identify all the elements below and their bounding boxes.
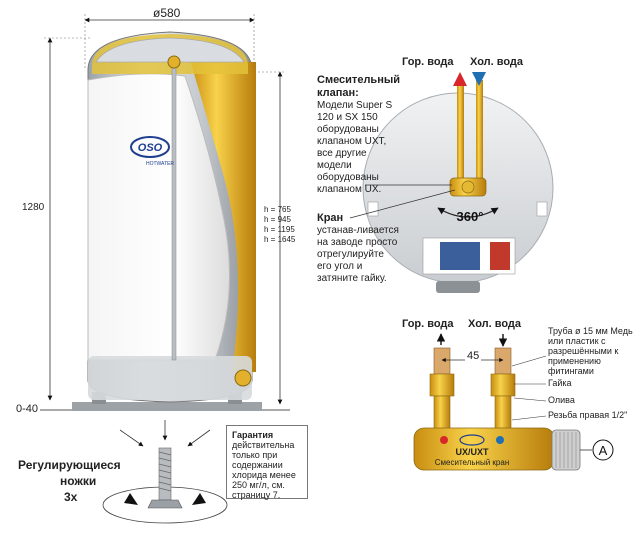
tank-top-dome bbox=[95, 37, 245, 63]
adjustable-foot bbox=[102, 420, 228, 524]
height-dimension-label: 1280 bbox=[22, 202, 45, 213]
valve-disc-view: 360° bbox=[349, 72, 554, 293]
pipe-spacing-label: 45 bbox=[465, 350, 482, 362]
cold-indicator bbox=[496, 436, 504, 444]
tank-dimensions bbox=[44, 14, 286, 405]
rotation-label: 360° bbox=[457, 209, 484, 224]
feet-label-line1: Регулирующиеся bbox=[18, 458, 121, 472]
tap-title: Кран bbox=[317, 212, 344, 224]
callout-a-circle bbox=[592, 439, 614, 461]
brand-logo: OSO HOTWATER bbox=[130, 136, 174, 167]
logo-text: OSO bbox=[138, 142, 163, 154]
feet-label-line3: 3x bbox=[64, 490, 78, 504]
top-valve bbox=[167, 55, 181, 69]
top-cold-water-label: Хол. вода bbox=[470, 56, 524, 68]
fitting-cold-water-label: Хол. вода bbox=[468, 318, 522, 330]
pipe-label: Труба ø 15 мм Медь или пластик с разрешё… bbox=[548, 326, 633, 376]
thread-label: Резьба правая 1/2" bbox=[548, 410, 628, 420]
h-value-2: h = 945 bbox=[264, 215, 291, 224]
tank-bottom-band bbox=[88, 356, 252, 400]
cold-pipe bbox=[476, 80, 483, 185]
disc-clip-right bbox=[536, 201, 548, 217]
rotate-arrow-right bbox=[192, 493, 206, 505]
feet-height-label: 0-40 bbox=[16, 403, 39, 415]
side-valve bbox=[234, 369, 252, 387]
top-hot-water-label: Гор. вода bbox=[402, 56, 454, 68]
warranty-title: Гарантия bbox=[232, 430, 274, 440]
mixing-valve-text: Модели Super S 120 и SX 150 оборудованы … bbox=[317, 100, 393, 195]
fitting-hot-pipe bbox=[433, 347, 451, 375]
label-sticker-red bbox=[490, 242, 510, 270]
olive-label: Олива bbox=[548, 395, 575, 405]
label-sticker-blue bbox=[440, 242, 480, 270]
disc-bottom-tab bbox=[436, 281, 480, 293]
insulation bbox=[190, 60, 256, 372]
hot-indicator bbox=[440, 436, 448, 444]
tap-logo bbox=[459, 434, 485, 446]
h-value-3: h = 1195 bbox=[264, 225, 295, 234]
rotation-arc bbox=[437, 207, 499, 218]
inner-pipe bbox=[171, 59, 177, 361]
hot-arrow bbox=[453, 72, 467, 86]
width-dimension-label: ø580 bbox=[153, 6, 181, 20]
base-plate bbox=[72, 402, 262, 411]
mixing-valve-knob bbox=[461, 180, 475, 194]
cold-arrow bbox=[472, 72, 486, 86]
h-value-1: h = 765 bbox=[264, 205, 291, 214]
hot-pipe bbox=[457, 80, 464, 185]
fitting-hot-water-label: Гор. вода bbox=[402, 318, 454, 330]
foot-pad bbox=[147, 499, 183, 509]
foot-thread bbox=[158, 451, 172, 492]
logo-subtext: HOTWATER bbox=[146, 161, 174, 167]
fitting-model-label: UX/UXT bbox=[455, 447, 489, 457]
foot-bolt bbox=[158, 447, 172, 501]
fitting-cold-pipe bbox=[494, 347, 512, 375]
fitting-valve-label: Смесительный кран bbox=[435, 458, 509, 467]
disc-clip-left bbox=[367, 201, 379, 217]
h-value-4: h = 1645 bbox=[264, 235, 296, 244]
warranty-box: Гарантия действительна только при содерж… bbox=[226, 425, 308, 500]
feet-label-line2: ножки bbox=[60, 474, 97, 488]
fitting-cold-nut bbox=[490, 373, 516, 397]
warranty-text: действительна только при содержании хлор… bbox=[232, 440, 296, 500]
mixing-valve-title: Смесительный клапан: bbox=[317, 74, 400, 99]
side-nut-thread bbox=[555, 432, 577, 468]
nut-label: Гайка bbox=[548, 378, 572, 388]
tap-text: устанав-ливается на заводе просто отрегу… bbox=[317, 225, 399, 284]
fitting-hot-nut bbox=[429, 373, 455, 397]
callout-a-letter: A bbox=[599, 443, 608, 458]
water-heater-tank: OSO HOTWATER bbox=[40, 31, 290, 411]
fitting-detail: UX/UXT Смесительный кран A bbox=[413, 333, 614, 471]
rotate-arrow-left bbox=[124, 493, 138, 505]
